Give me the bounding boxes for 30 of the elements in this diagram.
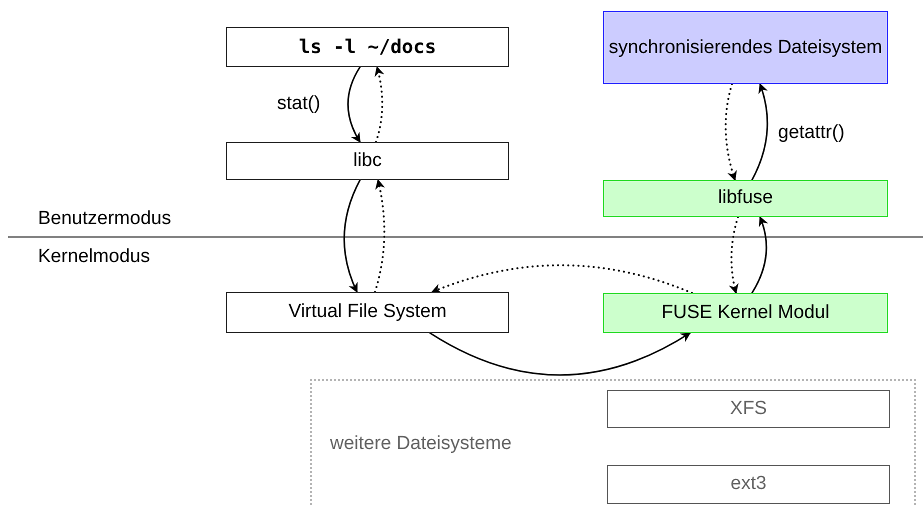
- process-box: [603, 180, 888, 217]
- node-label: Virtual File System: [288, 300, 447, 324]
- arrow: [431, 264, 693, 294]
- command-box: [226, 27, 509, 67]
- node-label: libfuse: [718, 186, 773, 210]
- mode-label: Kernelmodus: [38, 245, 150, 269]
- node-label: weitere Dateisysteme: [330, 432, 512, 456]
- process-box: [607, 465, 890, 504]
- node-label: XFS: [730, 396, 767, 421]
- process-box: [603, 11, 888, 84]
- group-box: [310, 379, 916, 507]
- arrow: [751, 83, 768, 181]
- process-box: [607, 390, 890, 428]
- arrow: [724, 83, 738, 181]
- arrow: [729, 216, 739, 294]
- arrow: [751, 216, 768, 294]
- arrow: [347, 66, 361, 143]
- process-box: [226, 292, 509, 333]
- node-label: FUSE Kernel Modul: [662, 300, 830, 325]
- node-label: ls -l ~/docs: [298, 34, 436, 60]
- node-label: ext3: [730, 472, 766, 496]
- process-box: [226, 142, 509, 180]
- node-label: synchronisierendes Dateisystem: [608, 36, 882, 60]
- arrow: [429, 332, 691, 376]
- arrow: [374, 179, 386, 293]
- node-label: libc: [353, 148, 382, 173]
- process-box: [603, 293, 888, 333]
- arrow: [374, 66, 384, 143]
- arrow: [343, 179, 361, 293]
- mode-label: Benutzermodus: [38, 207, 172, 231]
